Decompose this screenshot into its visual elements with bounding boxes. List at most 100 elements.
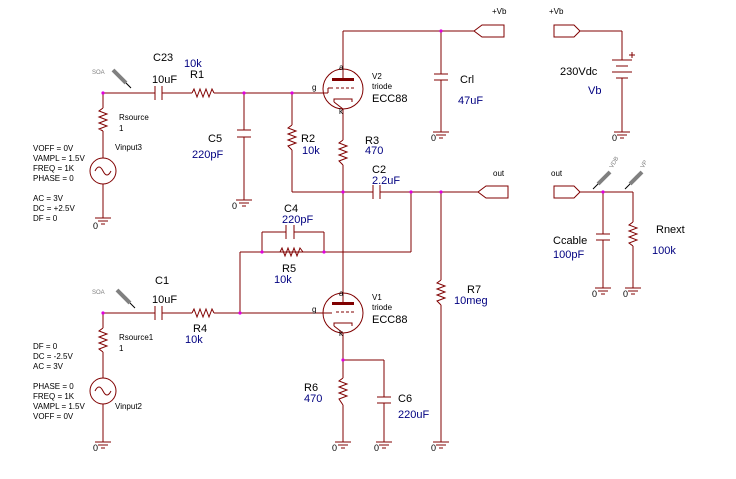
junction-dots bbox=[101, 29, 605, 362]
probe-soa-bottom-icon[interactable] bbox=[115, 288, 136, 309]
ac-source-vinput3[interactable] bbox=[89, 157, 117, 185]
rsource1-ref: Rsource1 bbox=[119, 333, 154, 342]
probe-vdb-icon[interactable] bbox=[592, 170, 612, 190]
resistor-r1[interactable] bbox=[191, 87, 215, 99]
rsource1-value: 1 bbox=[119, 344, 124, 353]
vinput2-param: DF = 0 bbox=[33, 342, 58, 351]
capacitor-c1[interactable] bbox=[154, 306, 163, 320]
vinput2-param: VOFF = 0V bbox=[33, 412, 74, 421]
resistor-r4[interactable] bbox=[191, 307, 215, 319]
rail-label-vb1: +Vb bbox=[492, 7, 507, 16]
c6-value: 220uF bbox=[398, 409, 429, 421]
resistor-r7[interactable] bbox=[435, 279, 447, 306]
vinput3-param: DC = +2.5V bbox=[33, 204, 75, 213]
rail-label-out2: out bbox=[551, 169, 563, 178]
resistor-r3[interactable] bbox=[337, 139, 349, 166]
v1-ref: V1 bbox=[372, 293, 382, 302]
probe-vp-icon[interactable] bbox=[624, 170, 644, 190]
probe-soa-bottom-label: SOA bbox=[92, 290, 105, 296]
capacitor-crl[interactable] bbox=[434, 73, 448, 81]
vinput2-param: DC = -2.5V bbox=[33, 352, 73, 361]
rsource-value: 1 bbox=[119, 124, 124, 133]
c1-ref: C1 bbox=[155, 275, 169, 287]
c4-ref: C4 bbox=[284, 203, 298, 215]
right-side-wiring bbox=[580, 30, 634, 280]
c2-ref: C2 bbox=[372, 164, 386, 176]
vinput3-param: VOFF = 0V bbox=[33, 144, 74, 153]
ground-zero: 0 bbox=[592, 289, 597, 299]
c6-ref: C6 bbox=[398, 393, 412, 405]
resistor-rnext[interactable] bbox=[627, 221, 639, 247]
ground-zero: 0 bbox=[623, 289, 628, 299]
r1-value: 10k bbox=[184, 58, 202, 70]
c5-value: 220pF bbox=[192, 149, 223, 161]
vb-ref: Vb bbox=[588, 85, 601, 97]
v2-type: triode bbox=[372, 82, 393, 91]
vinput2-param: VAMPL = 1.5V bbox=[33, 402, 85, 411]
ground-zero: 0 bbox=[232, 201, 237, 211]
crl-ref: Crl bbox=[460, 74, 474, 86]
ac-source-vinput2[interactable] bbox=[89, 377, 117, 405]
vinput2-ref: Vinput2 bbox=[115, 402, 143, 411]
resistor-rsource1[interactable] bbox=[97, 327, 109, 353]
vinput3-ref: Vinput3 bbox=[115, 143, 143, 152]
ccable-value: 100pF bbox=[553, 249, 584, 261]
rail-label-out1: out bbox=[493, 169, 505, 178]
ground-zero: 0 bbox=[93, 221, 98, 231]
vinput3-param: DF = 0 bbox=[33, 214, 58, 223]
triode-v2[interactable] bbox=[318, 60, 364, 118]
ccable-ref: Ccable bbox=[553, 235, 587, 247]
rail-label-vb2: +Vb bbox=[549, 7, 564, 16]
rsource-ref: Rsource bbox=[119, 113, 149, 122]
r5-value: 10k bbox=[274, 274, 292, 286]
r7-value: 10meg bbox=[454, 295, 488, 307]
rnext-value: 100k bbox=[652, 245, 676, 257]
c1-value: 10uF bbox=[152, 294, 177, 306]
crl-value: 47uF bbox=[458, 95, 483, 107]
offpage-vb-right[interactable] bbox=[553, 24, 581, 38]
capacitor-ccable[interactable] bbox=[596, 233, 610, 241]
dc-source-vb[interactable] bbox=[612, 52, 635, 84]
resistor-r6[interactable] bbox=[337, 377, 349, 406]
labels: +Vb +Vb out out V2 triode ECC88 g a k V1… bbox=[33, 7, 685, 453]
ground-zero: 0 bbox=[431, 443, 436, 453]
v1-cathode: k bbox=[339, 329, 344, 338]
v2-model: ECC88 bbox=[372, 93, 407, 105]
ground-zero: 0 bbox=[374, 443, 379, 453]
vinput3-param: VAMPL = 1.5V bbox=[33, 154, 85, 163]
v1-grid: g bbox=[312, 305, 316, 314]
offpage-out-right[interactable] bbox=[553, 185, 581, 199]
triode-v1[interactable] bbox=[318, 290, 364, 338]
r2-ref: R2 bbox=[301, 133, 315, 145]
vinput2-params: DF = 0 DC = -2.5V AC = 3V PHASE = 0 FREQ… bbox=[33, 342, 85, 421]
v1-model: ECC88 bbox=[372, 314, 407, 326]
resistor-r5[interactable] bbox=[279, 246, 304, 258]
offpage-out-top[interactable] bbox=[477, 185, 509, 199]
r6-ref: R6 bbox=[304, 382, 318, 394]
v2-grid: g bbox=[312, 83, 316, 92]
vinput3-params: VOFF = 0V VAMPL = 1.5V FREQ = 1K PHASE =… bbox=[33, 144, 85, 223]
rnext-ref: Rnext bbox=[656, 224, 685, 236]
resistor-rsource[interactable] bbox=[97, 107, 109, 132]
c23-ref: C23 bbox=[153, 52, 173, 64]
probe-soa-top-icon[interactable] bbox=[111, 68, 132, 89]
capacitor-c6[interactable] bbox=[377, 396, 391, 404]
offpage-vb-top[interactable] bbox=[473, 24, 505, 38]
capacitor-c5[interactable] bbox=[237, 129, 251, 138]
r3-value: 470 bbox=[365, 145, 383, 157]
capacitor-c2[interactable] bbox=[372, 185, 381, 199]
bottom-stage-wiring bbox=[103, 231, 385, 434]
capacitor-c23[interactable] bbox=[154, 86, 163, 100]
c4-value: 220pF bbox=[282, 214, 313, 226]
vinput2-param: AC = 3V bbox=[33, 362, 64, 371]
r5-ref: R5 bbox=[282, 263, 296, 275]
v1-anode: a bbox=[339, 289, 344, 298]
vinput2-param: FREQ = 1K bbox=[33, 392, 75, 401]
vinput3-param: AC = 3V bbox=[33, 194, 64, 203]
top-stage-wiring bbox=[103, 30, 478, 434]
ground-zero: 0 bbox=[332, 443, 337, 453]
resistor-r2[interactable] bbox=[286, 124, 298, 151]
ground-zero: 0 bbox=[431, 133, 436, 143]
capacitor-c4[interactable] bbox=[285, 225, 295, 239]
